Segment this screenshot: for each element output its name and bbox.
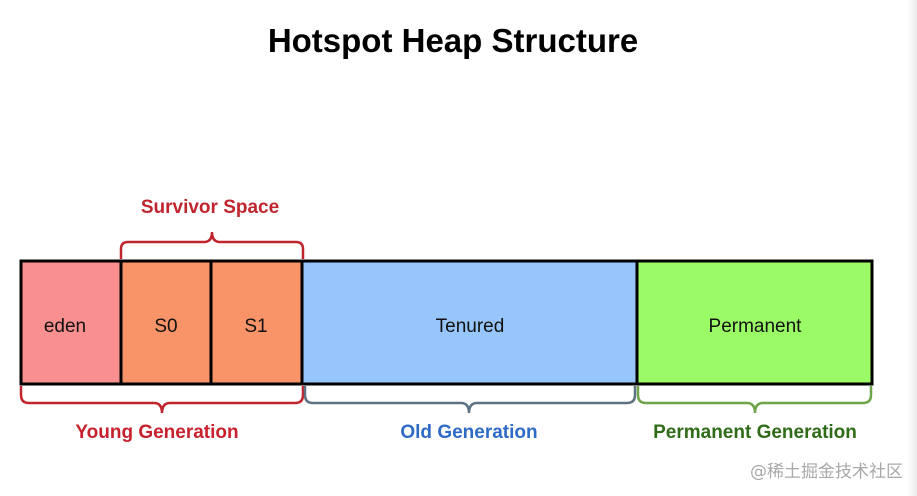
old-generation-brace — [303, 386, 637, 414]
watermark: @稀土掘金技术社区 — [750, 462, 903, 482]
survivor-space-brace — [119, 231, 305, 259]
diagram-title: Hotspot Heap Structure — [268, 22, 638, 59]
eden-label: eden — [44, 316, 86, 337]
s1-segment — [209, 259, 304, 386]
young-generation-label: Young Generation — [75, 422, 238, 443]
right-edge-shadow — [907, 0, 917, 496]
permanent-label: Permanent — [709, 316, 803, 337]
permanent-generation-label: Permanent Generation — [653, 422, 857, 443]
s0-label: S0 — [154, 316, 177, 337]
s1-label: S1 — [244, 316, 267, 337]
permanent-generation-brace — [636, 386, 873, 414]
heap-bar: eden S0 S1 Tenured Permanent — [19, 259, 874, 386]
tenured-label: Tenured — [436, 316, 505, 337]
young-generation-brace — [19, 386, 305, 414]
permanent-segment — [635, 259, 874, 386]
eden-segment — [19, 259, 123, 386]
s0-segment — [119, 259, 213, 386]
survivor-space-label: Survivor Space — [141, 197, 279, 218]
old-generation-label: Old Generation — [400, 422, 537, 443]
